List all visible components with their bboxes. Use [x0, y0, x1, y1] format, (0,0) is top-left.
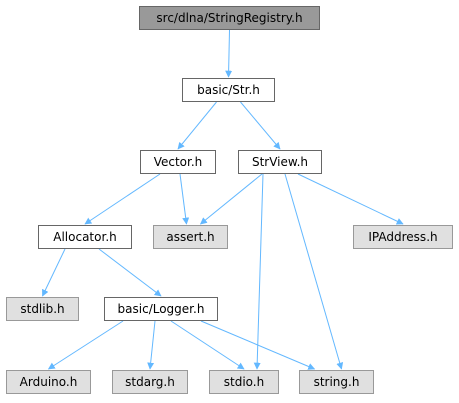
- edge-vector-to-assert: [179, 173, 190, 225]
- node-strview-h[interactable]: StrView.h: [238, 150, 322, 174]
- node-root-file[interactable]: src/dlna/StringRegistry.h: [139, 6, 320, 30]
- edge-allocator-to-logger: [98, 248, 162, 297]
- edge-strview-to-assert: [199, 173, 263, 225]
- node-string-h[interactable]: string.h: [299, 370, 374, 394]
- edge-strview-to-stdio: [253, 173, 264, 370]
- node-stdlib-h[interactable]: stdlib.h: [6, 297, 79, 321]
- node-assert-h[interactable]: assert.h: [153, 225, 228, 249]
- edge-logger-to-stdio: [170, 320, 245, 370]
- edge-vector-to-allocator: [84, 173, 161, 225]
- edge-root-to-str: [225, 29, 233, 78]
- edge-logger-to-arduino: [47, 320, 124, 370]
- node-arduino-h[interactable]: Arduino.h: [6, 370, 91, 394]
- edge-strview-to-ipaddress: [297, 173, 404, 225]
- node-allocator-h[interactable]: Allocator.h: [38, 225, 132, 249]
- edge-allocator-to-stdlib: [42, 248, 66, 297]
- edge-strview-to-string: [284, 173, 344, 370]
- edge-str-to-vector: [177, 101, 217, 150]
- node-stdio-h[interactable]: stdio.h: [209, 370, 279, 394]
- edge-logger-to-stdarg: [147, 320, 156, 370]
- node-stdarg-h[interactable]: stdarg.h: [112, 370, 188, 394]
- node-vector-h[interactable]: Vector.h: [140, 150, 216, 174]
- node-basic-str-h[interactable]: basic/Str.h: [182, 78, 275, 102]
- node-ipaddress-h[interactable]: IPAddress.h: [353, 225, 453, 249]
- edge-logger-to-string: [200, 320, 316, 370]
- edge-str-to-strview: [240, 101, 281, 150]
- node-basic-logger-h[interactable]: basic/Logger.h: [104, 297, 218, 321]
